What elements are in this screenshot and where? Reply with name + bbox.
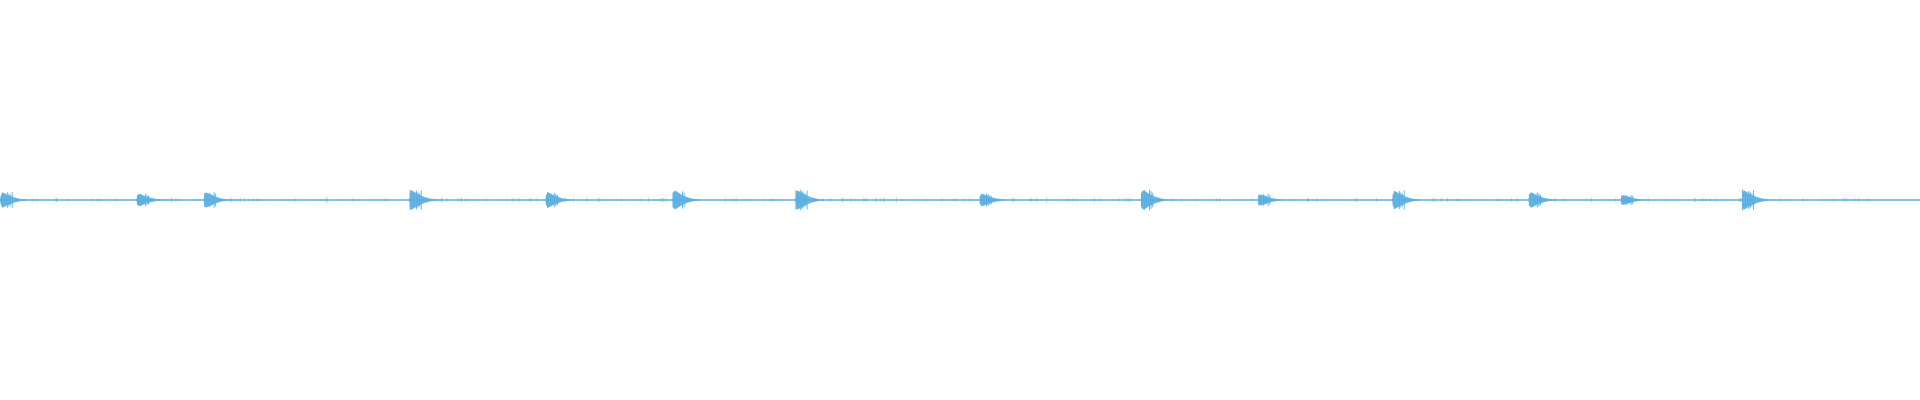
waveform-onset-4 xyxy=(409,189,438,211)
waveform-onset-envelope xyxy=(545,192,573,208)
waveform-onset-envelope xyxy=(203,192,231,208)
waveform-onset-14 xyxy=(1741,189,1771,211)
waveform-onset-6 xyxy=(672,190,701,210)
waveform-onset-7 xyxy=(794,189,824,211)
waveform-onset-envelope xyxy=(0,192,28,208)
waveform-onset-9 xyxy=(1140,189,1170,211)
waveform-onset-envelope xyxy=(1620,195,1646,205)
waveform-onset-13 xyxy=(1620,195,1646,205)
waveform-onset-8 xyxy=(979,193,1006,207)
waveform-onset-envelope xyxy=(136,193,163,207)
waveform-onset-5 xyxy=(545,191,573,209)
waveform-onsets xyxy=(0,189,1771,211)
waveform-onset-11 xyxy=(1392,190,1421,210)
waveform-onset-12 xyxy=(1528,192,1556,208)
waveform-onset-envelope xyxy=(1257,194,1284,206)
waveform-onset-envelope xyxy=(979,193,1006,207)
waveform-onset-2 xyxy=(136,193,163,207)
waveform-onset-envelope xyxy=(1528,192,1556,208)
waveform-onset-3 xyxy=(203,192,231,208)
waveform-onset-1 xyxy=(0,191,28,209)
waveform-onset-10 xyxy=(1257,194,1284,206)
